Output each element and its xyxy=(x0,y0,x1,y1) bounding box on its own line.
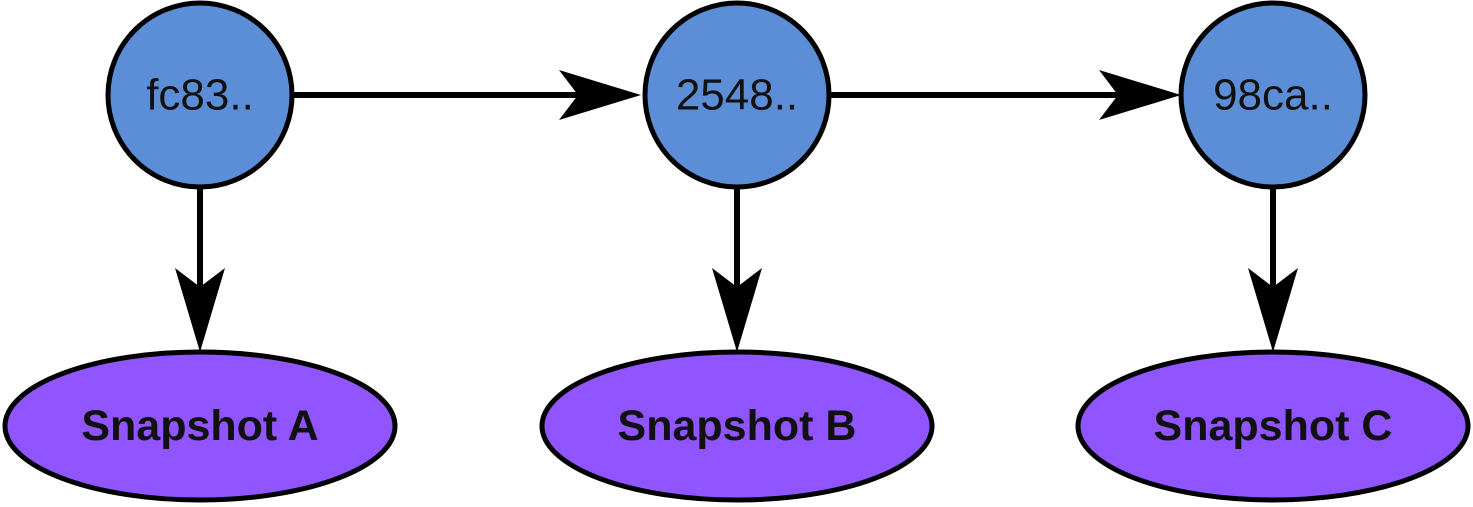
arrowhead-right-icon xyxy=(559,70,641,120)
arrowhead-down-icon xyxy=(712,268,762,352)
edge-commit-2-to-3 xyxy=(830,70,1181,120)
commit-node-2: 2548.. xyxy=(642,0,832,190)
commit-node-1: fc83.. xyxy=(105,0,295,190)
snapshot-node-c: Snapshot C xyxy=(1075,349,1471,503)
edge-commit-2-to-snapshot-b xyxy=(712,187,762,352)
commit-node-3: 98ca.. xyxy=(1178,0,1368,190)
edge-commit-1-to-2 xyxy=(292,70,641,120)
snapshot-label-b: Snapshot B xyxy=(618,402,857,450)
commit-label-1: fc83.. xyxy=(146,71,254,120)
edge-commit-3-to-snapshot-c xyxy=(1248,187,1298,352)
commit-label-3: 98ca.. xyxy=(1213,71,1333,120)
arrowhead-down-icon xyxy=(175,268,225,352)
edge-commit-1-to-snapshot-a xyxy=(175,187,225,352)
commit-label-2: 2548.. xyxy=(676,71,798,120)
snapshot-label-a: Snapshot A xyxy=(81,402,318,450)
snapshot-node-a: Snapshot A xyxy=(2,349,398,503)
snapshot-node-b: Snapshot B xyxy=(539,349,935,503)
arrowhead-down-icon xyxy=(1248,268,1298,352)
snapshot-label-c: Snapshot C xyxy=(1154,402,1393,450)
arrowhead-right-icon xyxy=(1099,70,1181,120)
